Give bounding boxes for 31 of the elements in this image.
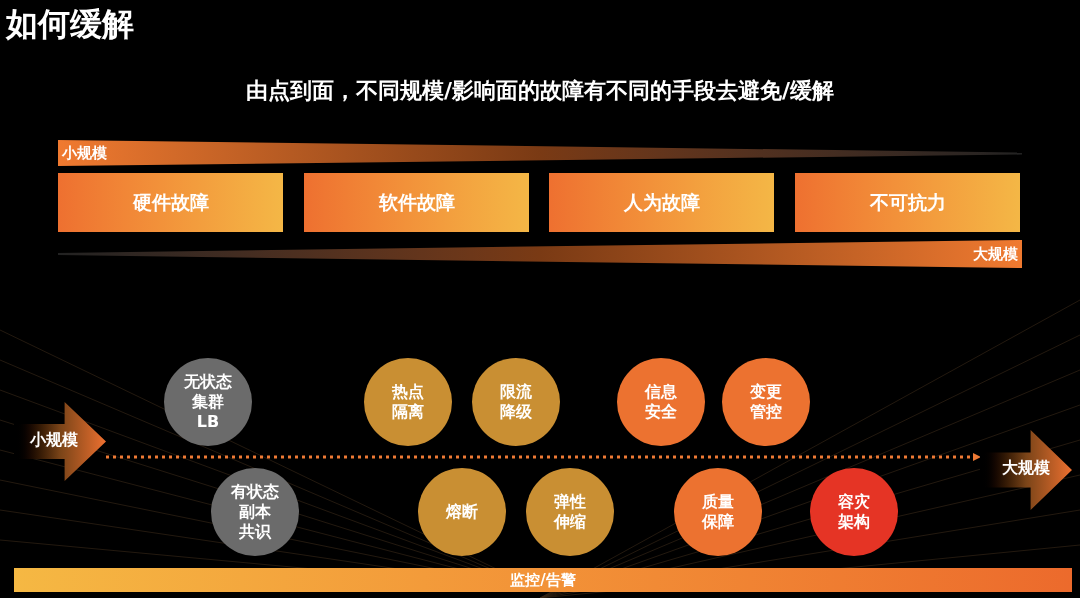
fault-type-label: 软件故障 [378,190,455,216]
measure-label: 无状态 [184,372,232,392]
scale-label: 大规模 [1002,457,1050,479]
monitoring-label: 监控/告警 [510,569,576,591]
measure-label: 有状态 [231,482,279,502]
measure-label: 容灾架构 [838,492,870,532]
fault-type-label: 不可抗力 [869,190,946,216]
measure-label: 变更管控 [750,382,782,422]
measure-label: 弹性伸缩 [554,492,586,532]
measure-label: LB [196,412,220,432]
dotted-arrow [106,453,981,461]
subtitle: 由点到面，不同规模/影响面的故障有不同的手段去避免/缓解 [244,77,836,105]
measure-label: 熔断 [446,502,478,522]
measure-label: 信息安全 [645,382,677,422]
measure-label: 集群 [192,392,224,412]
scale-label: 小规模 [62,142,107,164]
fault-type-box [58,173,283,232]
fault-type-box [549,173,774,232]
fault-type-box [795,173,1020,232]
measure-label: 共识 [239,522,271,542]
fault-type-label: 人为故障 [623,190,700,216]
scale-label: 小规模 [30,429,78,451]
measure-label: 限流降级 [500,382,532,422]
measure-label: 质量保障 [702,492,734,532]
monitoring-bar [14,568,1072,592]
page-title: 如何缓解 [6,4,134,44]
measure-label: 副本 [239,502,271,522]
fault-type-box [304,173,529,232]
measure-label: 热点隔离 [392,382,424,422]
fault-type-label: 硬件故障 [132,190,209,216]
scale-label: 大规模 [973,243,1018,265]
